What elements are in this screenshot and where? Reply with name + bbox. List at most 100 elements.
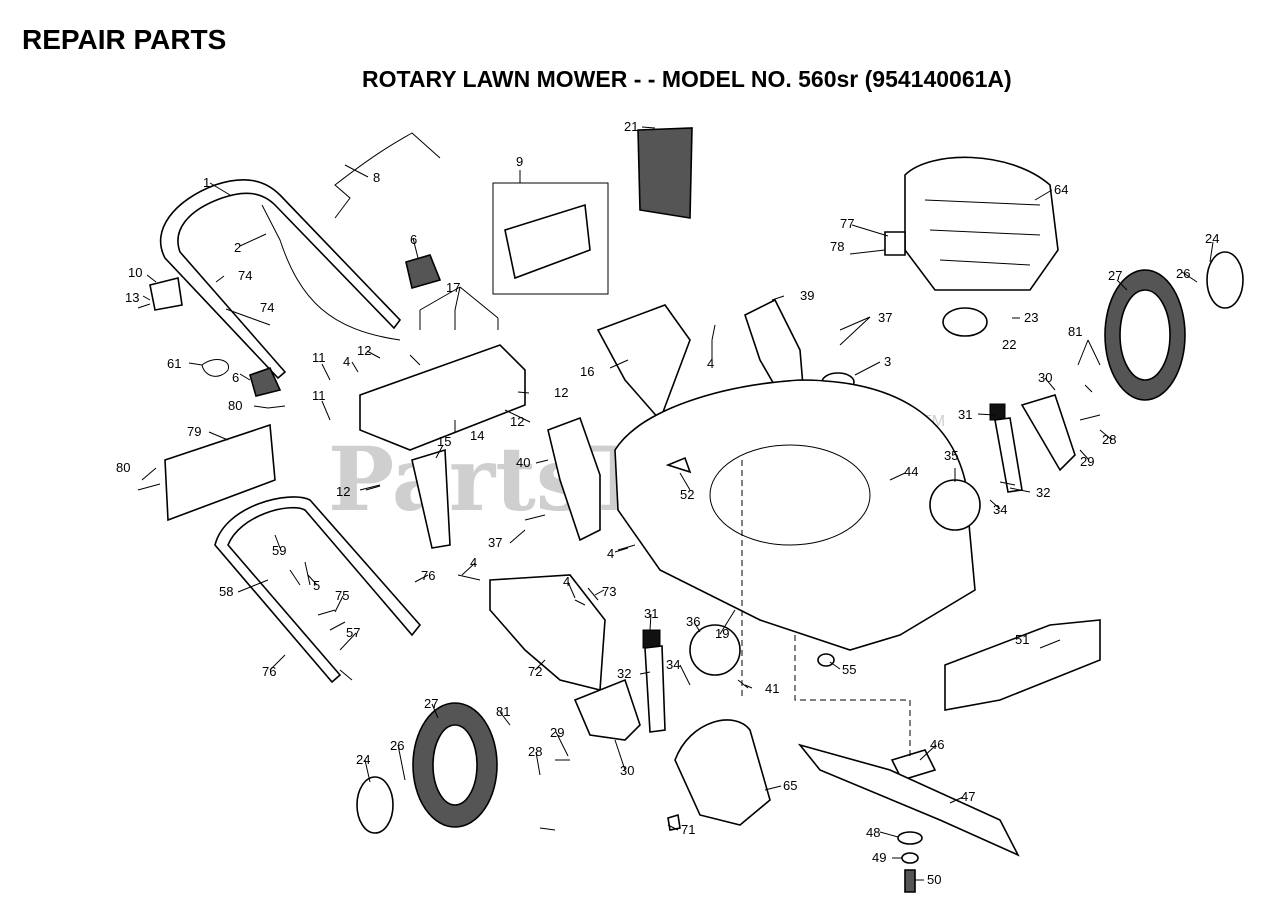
callout-37-upper: 37	[878, 310, 892, 325]
bolt-78	[849, 249, 886, 255]
upper-handle	[159, 179, 402, 380]
callout-32-left: 32	[617, 666, 631, 681]
callout-24: 24	[1205, 231, 1219, 246]
callout-9: 9	[516, 154, 523, 169]
callout-76-b: 76	[262, 664, 276, 679]
callout-46: 46	[930, 737, 944, 752]
callout-22: 22	[1002, 337, 1016, 352]
page-title: REPAIR PARTS	[22, 24, 227, 55]
callout-34-right: 34	[993, 502, 1007, 517]
callout-39: 39	[800, 288, 814, 303]
callout-31-left: 31	[644, 606, 658, 621]
label-52	[665, 456, 692, 474]
rear-panel-14	[359, 344, 526, 451]
bracket-40	[547, 416, 601, 542]
callout-35: 35	[944, 448, 958, 463]
axle-bracket-right	[1020, 394, 1076, 472]
callout-50: 50	[927, 872, 941, 887]
callout-4-e: 4	[563, 574, 570, 589]
callout-52: 52	[680, 487, 694, 502]
callout-80-a: 80	[228, 398, 242, 413]
callout-12-d: 12	[336, 484, 350, 499]
bolt-50	[904, 869, 916, 893]
callout-4-b: 4	[343, 354, 350, 369]
height-lever-31-right	[989, 403, 1006, 421]
callout-55: 55	[842, 662, 856, 677]
washer-48	[897, 831, 923, 845]
pulley	[942, 307, 988, 337]
callout-11-b: 11	[312, 388, 326, 403]
callout-15: 15	[437, 434, 451, 449]
height-lever-32-left	[644, 645, 666, 733]
lower-handle-58	[214, 496, 422, 684]
callout-11-a: 11	[312, 350, 326, 365]
callout-12-a: 12	[357, 343, 371, 358]
callout-61: 61	[167, 356, 181, 371]
callout-17: 17	[446, 280, 460, 295]
callout-41: 41	[765, 681, 779, 696]
callout-10: 10	[128, 265, 142, 280]
grass-chute-65	[674, 719, 771, 826]
mulch-plate-35	[929, 479, 981, 531]
callout-4-d: 4	[470, 555, 477, 570]
callout-64: 64	[1054, 182, 1068, 197]
knob-6-upper	[405, 254, 442, 290]
callout-27-left: 27	[424, 696, 438, 711]
callout-6-lower: 6	[232, 370, 239, 385]
callout-6: 6	[410, 232, 417, 247]
cable-clip	[201, 359, 230, 377]
callout-81-left: 81	[496, 704, 510, 719]
callout-2: 2	[234, 240, 241, 255]
callout-74-a: 74	[238, 268, 252, 283]
callout-77: 77	[840, 216, 854, 231]
callout-73: 73	[602, 584, 616, 599]
callout-31-right: 31	[958, 407, 972, 422]
callout-75: 75	[335, 588, 349, 603]
mower-deck	[614, 379, 976, 651]
callout-4-a: 4	[707, 356, 714, 371]
page-subtitle: ROTARY LAWN MOWER - - MODEL NO. 560sr (9…	[362, 66, 1012, 92]
blade-47	[797, 743, 1020, 857]
callout-26-left: 26	[390, 738, 404, 753]
deck-opening	[709, 444, 871, 546]
rear-skirt-51	[944, 619, 1101, 711]
callout-59: 59	[272, 543, 286, 558]
callout-47: 47	[961, 789, 975, 804]
height-lever-31-left	[642, 629, 661, 649]
callout-57: 57	[346, 625, 360, 640]
callout-72: 72	[528, 664, 542, 679]
callout-23: 23	[1024, 310, 1038, 325]
bail-control	[334, 132, 441, 219]
callout-71: 71	[681, 822, 695, 837]
callout-29-left: 29	[550, 725, 564, 740]
callout-21: 21	[624, 119, 638, 134]
callout-26-right: 26	[1176, 266, 1190, 281]
leader-lines	[141, 126, 1214, 881]
hubcap-right	[1206, 251, 1244, 309]
engine-bracket	[884, 231, 906, 256]
engine-detail	[924, 199, 1041, 266]
callout-79: 79	[187, 424, 201, 439]
engine	[904, 156, 1059, 291]
knob-6-lower	[249, 367, 282, 397]
rear-flap-79	[164, 423, 276, 522]
callout-labels: 1 2 6 8 9 21 64 77 78 24 10 13 74 74 17 …	[116, 119, 1219, 887]
callout-4-c: 4	[607, 546, 614, 561]
callout-78: 78	[830, 239, 844, 254]
callout-29-right: 29	[1080, 454, 1094, 469]
wheel-left-hub	[432, 724, 478, 806]
callout-74-b: 74	[260, 300, 274, 315]
callout-30-right: 30	[1038, 370, 1052, 385]
callout-65: 65	[783, 778, 797, 793]
control-cable	[261, 204, 401, 341]
callout-40: 40	[516, 455, 530, 470]
callout-58: 58	[219, 584, 233, 599]
height-lever-32-right	[994, 417, 1023, 493]
alignment-dashes	[741, 460, 911, 760]
callout-37-lower: 37	[488, 535, 502, 550]
callout-28-left: 28	[528, 744, 542, 759]
callout-8: 8	[373, 170, 380, 185]
bracket-panel	[492, 182, 609, 295]
bag-filter	[637, 127, 693, 219]
